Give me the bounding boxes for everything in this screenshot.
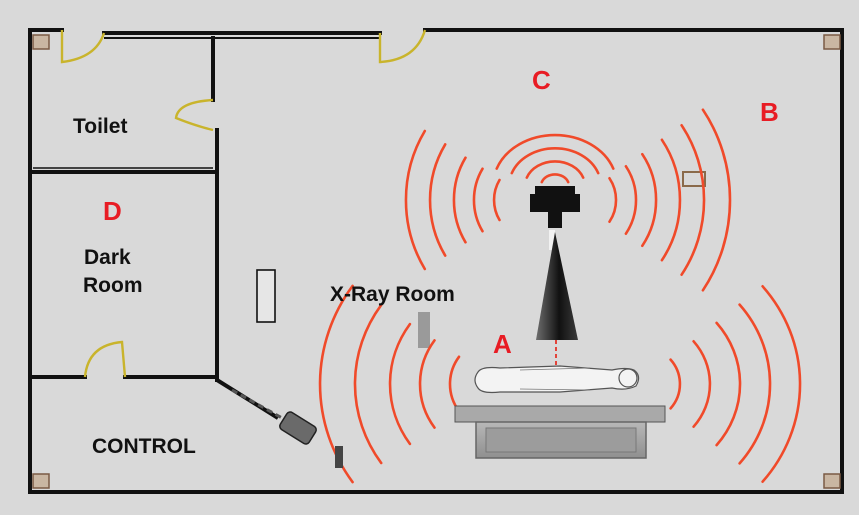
examination-table-icon [454,405,666,459]
room-label-xray: X-Ray Room [330,283,455,306]
room-label-control: CONTROL [92,435,196,458]
wall-outlet [682,171,706,187]
patient-outline-icon [474,365,640,394]
radiation-wave-arc [540,173,570,184]
radiation-wave-arc [472,167,484,233]
radiation-wave-arc [692,340,712,428]
radiation-wave-arc [495,133,615,170]
xray-tube-icon [530,186,580,228]
radiation-wave-arc [761,285,802,483]
zone-label-d: D [103,196,122,226]
radiation-wave-arc [641,152,658,248]
zone-label-b: B [760,97,779,127]
room-label-dark-line1: Dark [84,246,131,269]
lead-shield-post [418,312,430,348]
radiation-wave-arc [660,138,682,262]
radiation-wave-arc [404,129,427,271]
zone-label-a: A [493,329,512,359]
radiation-wave-arc [680,124,706,276]
room-label-toilet: Toilet [73,115,127,138]
wall-panel [256,269,276,323]
radiation-wave-arc [525,160,585,179]
radiation-wave-arc [418,339,436,429]
door-swings [60,29,427,378]
control-console-icon [231,388,343,468]
radiation-wave-arc [510,147,600,175]
room-label-dark-line2: Room [83,274,143,297]
radiation-wave-arc [669,358,682,410]
radiation-wave-arc [715,321,742,447]
xray-beam-cone-icon [536,230,578,388]
corner-columns [32,34,841,489]
zone-label-c: C [532,65,551,95]
radiation-wave-arc [428,143,447,257]
radiation-wave-arc [353,303,383,465]
radiation-wave-arc [608,177,618,223]
radiation-wave-arc [388,322,412,446]
radiation-wave-arc [701,108,732,292]
radiation-wave-arc [452,156,467,244]
radiation-wave-arc [492,178,501,222]
radiation-wave-arc [624,165,638,235]
outer-walls [28,28,844,494]
radiation-wave-arc [738,303,772,465]
